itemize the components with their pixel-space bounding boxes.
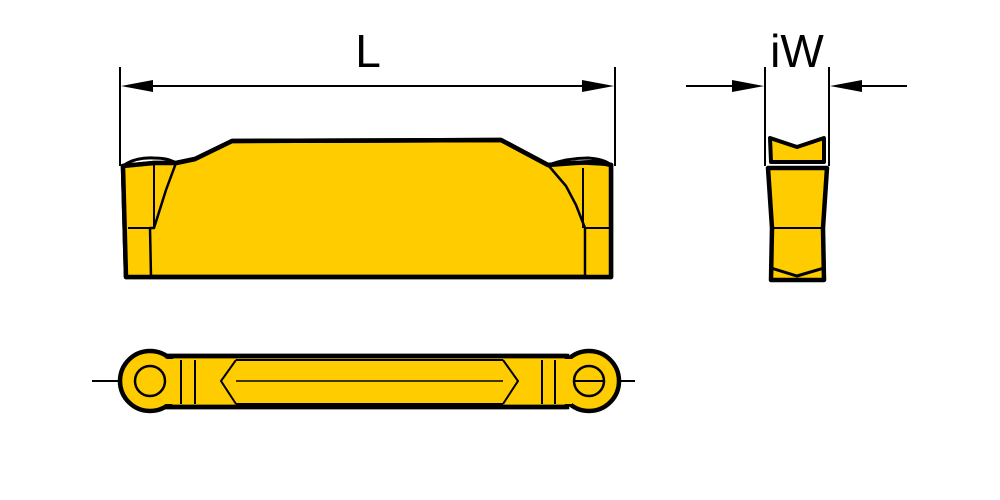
top-view xyxy=(92,348,635,414)
length-dimension: L xyxy=(119,25,616,166)
width-dimension: iW xyxy=(686,25,907,166)
top-view-left-hole xyxy=(133,364,167,398)
length-arrow-right xyxy=(582,80,614,92)
side-view-body xyxy=(765,165,830,283)
front-view xyxy=(120,137,614,280)
width-arrow-right xyxy=(830,80,862,92)
length-arrow-left xyxy=(121,80,153,92)
width-arrow-left xyxy=(732,80,764,92)
length-label: L xyxy=(355,25,381,77)
side-view-top-chipbreaker xyxy=(768,136,826,164)
side-view xyxy=(765,136,830,283)
width-label: iW xyxy=(770,25,824,77)
